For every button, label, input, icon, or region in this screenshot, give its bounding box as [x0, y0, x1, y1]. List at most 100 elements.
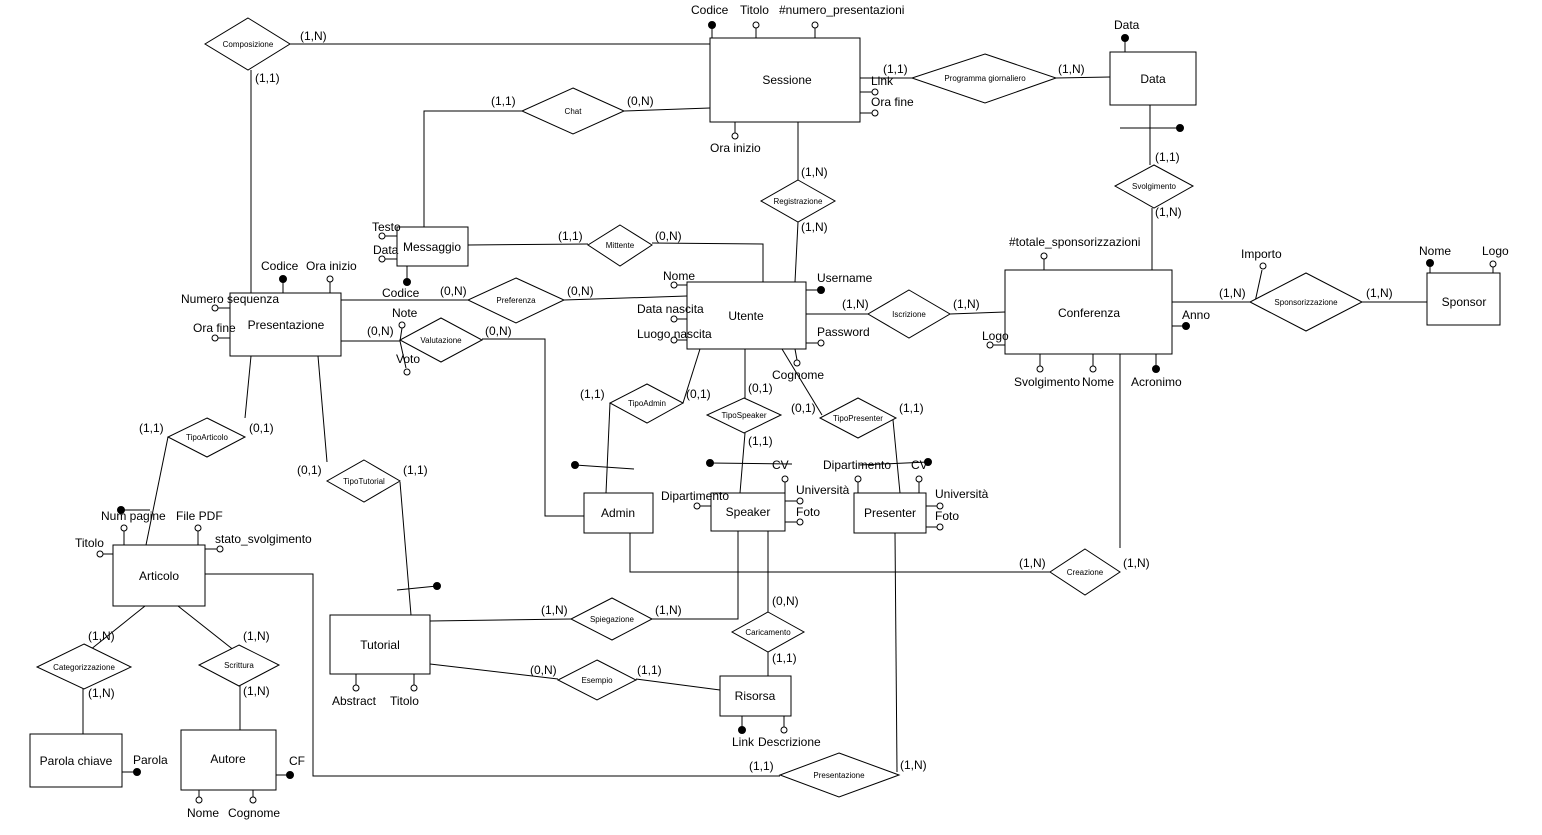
- entity-parola-chiave[interactable]: Parola chiave: [29, 733, 123, 788]
- sess-orafine-marker: [871, 109, 879, 117]
- rel-iscrizione[interactable]: Iscrizione: [867, 289, 951, 339]
- spk-dip-marker: [693, 502, 701, 510]
- entity-risorsa[interactable]: Risorsa: [719, 675, 792, 717]
- card-cat-art: (1,N): [88, 629, 115, 643]
- rel-sponsorizzazione[interactable]: Sponsorizzazione: [1248, 272, 1364, 332]
- sess-orainizio-marker: [731, 132, 739, 140]
- aut-cf-key-marker: [286, 771, 294, 779]
- rel-esempio[interactable]: Esempio: [556, 659, 638, 701]
- entity-messaggio[interactable]: Messaggio: [396, 226, 469, 267]
- entity-label: Articolo: [139, 569, 179, 583]
- pres-orafine-marker: [211, 334, 219, 342]
- rel-tipopresenter[interactable]: TipoPresenter: [818, 397, 898, 439]
- attr-sponsor-nome: Nome: [1419, 244, 1451, 258]
- rel-presentazione[interactable]: Presentazione: [778, 752, 901, 798]
- entity-data[interactable]: Data: [1109, 51, 1197, 106]
- tut-extra-key-marker: [433, 582, 441, 590]
- rel-label: Sponsorizzazione: [1274, 298, 1338, 307]
- rel-label: Esempio: [581, 676, 613, 685]
- attr-spk-dip: Dipartimento: [661, 489, 729, 503]
- rel-programma-giornaliero[interactable]: Programma giornaliero: [910, 53, 1058, 104]
- attr-pres-orafine: Ora fine: [193, 321, 236, 335]
- art-stato-marker: [216, 545, 224, 553]
- attr-par-parola: Parola: [133, 753, 168, 767]
- card-spons-conf: (1,N): [1219, 286, 1246, 300]
- attr-aut-cf: CF: [289, 754, 305, 768]
- tut-abstract-marker: [352, 684, 360, 692]
- card-val-pres: (0,N): [367, 324, 394, 338]
- msg-testo-marker: [378, 232, 386, 240]
- val-note-marker: [398, 321, 406, 329]
- rel-categorizzazione[interactable]: Categorizzazione: [35, 643, 133, 690]
- attr-art-filepdf: File PDF: [176, 509, 223, 523]
- attr-msg-codice: Codice: [382, 286, 420, 300]
- card-es-ris: (1,1): [637, 663, 662, 677]
- entity-autore[interactable]: Autore: [180, 729, 277, 791]
- rel-valutazione[interactable]: Valutazione: [398, 317, 484, 363]
- entity-admin[interactable]: Admin: [583, 492, 654, 534]
- attr-aut-cognome: Cognome: [228, 806, 280, 820]
- rel-creazione[interactable]: Creazione: [1049, 548, 1121, 596]
- attr-aut-nome: Nome: [187, 806, 219, 820]
- rel-mittente[interactable]: Mittente: [587, 224, 653, 267]
- card-crea-conf: (1,N): [1123, 556, 1150, 570]
- spk-cv-marker: [781, 475, 789, 483]
- attr-conf-nome: Nome: [1082, 375, 1114, 389]
- card-svolg-data: (1,1): [1155, 150, 1180, 164]
- entity-label: Data: [1140, 72, 1166, 86]
- attr-sess-codice: Codice: [691, 3, 729, 17]
- attr-conf-anno: Anno: [1182, 308, 1210, 322]
- entity-sponsor[interactable]: Sponsor: [1426, 272, 1501, 326]
- entity-presentazione[interactable]: Presentazione: [229, 292, 342, 357]
- attr-sponsor-logo: Logo: [1482, 244, 1509, 258]
- sponsor-logo-marker: [1489, 260, 1497, 268]
- card-chat-sess: (0,N): [627, 94, 654, 108]
- entity-label: Admin: [601, 506, 635, 520]
- rel-tipoarticolo[interactable]: TipoArticolo: [166, 417, 247, 458]
- attribute-markers: [96, 21, 1497, 804]
- entity-articolo[interactable]: Articolo: [112, 544, 206, 607]
- rel-preferenza[interactable]: Preferenza: [466, 277, 566, 324]
- attr-spk-cv: CV: [772, 458, 789, 472]
- attr-tut-abstract: Abstract: [332, 694, 377, 708]
- conf-svolg-marker: [1036, 365, 1044, 373]
- card-svolg-conf: (1,N): [1155, 205, 1182, 219]
- card-prel-prs: (1,N): [900, 758, 927, 772]
- rel-tipospeaker[interactable]: TipoSpeaker: [705, 397, 783, 434]
- card-spons-sponsor: (1,N): [1366, 286, 1393, 300]
- attr-msg-data: Data: [373, 243, 399, 257]
- rel-chat[interactable]: Chat: [520, 87, 626, 135]
- entity-sessione[interactable]: Sessione: [709, 37, 861, 123]
- rel-composizione[interactable]: Composizione: [204, 17, 291, 71]
- aut-nome-marker: [195, 796, 203, 804]
- entity-label: Presenter: [864, 506, 916, 520]
- sess-numpres-marker: [811, 21, 819, 29]
- card-tart-pres: (0,1): [249, 421, 274, 435]
- card-chat-msg: (1,1): [491, 94, 516, 108]
- rel-tipoadmin[interactable]: TipoAdmin: [608, 383, 685, 424]
- entity-utente[interactable]: Utente: [686, 281, 807, 350]
- rel-registrazione[interactable]: Registrazione: [759, 179, 837, 223]
- rel-tipotutorial[interactable]: TipoTutorial: [325, 459, 401, 503]
- rel-scrittura[interactable]: Scrittura: [197, 644, 281, 687]
- card-scr-art: (1,N): [243, 629, 270, 643]
- attr-spk-univ: Università: [796, 483, 850, 497]
- prs-univ-marker: [936, 502, 944, 510]
- rel-caricamento[interactable]: Caricamento: [730, 611, 806, 653]
- rel-svolgimento[interactable]: Svolgimento: [1113, 164, 1195, 209]
- rel-label: Svolgimento: [1132, 182, 1177, 191]
- entity-conferenza[interactable]: Conferenza: [1004, 269, 1173, 355]
- rel-label: Categorizzazione: [53, 663, 115, 672]
- ut-username-key-marker: [817, 286, 825, 294]
- entity-label: Utente: [728, 309, 764, 323]
- card-cat-par: (1,N): [88, 686, 115, 700]
- attr-conf-totspons: #totale_sponsorizzazioni: [1009, 235, 1140, 249]
- entity-speaker[interactable]: Speaker: [710, 492, 786, 532]
- entity-presenter[interactable]: Presenter: [853, 492, 927, 534]
- rel-spiegazione[interactable]: Spiegazione: [569, 597, 654, 641]
- aut-cognome-marker: [249, 796, 257, 804]
- msg-data-marker: [378, 255, 386, 263]
- attr-ris-descr: Descrizione: [758, 735, 821, 749]
- entity-tutorial[interactable]: Tutorial: [329, 614, 431, 675]
